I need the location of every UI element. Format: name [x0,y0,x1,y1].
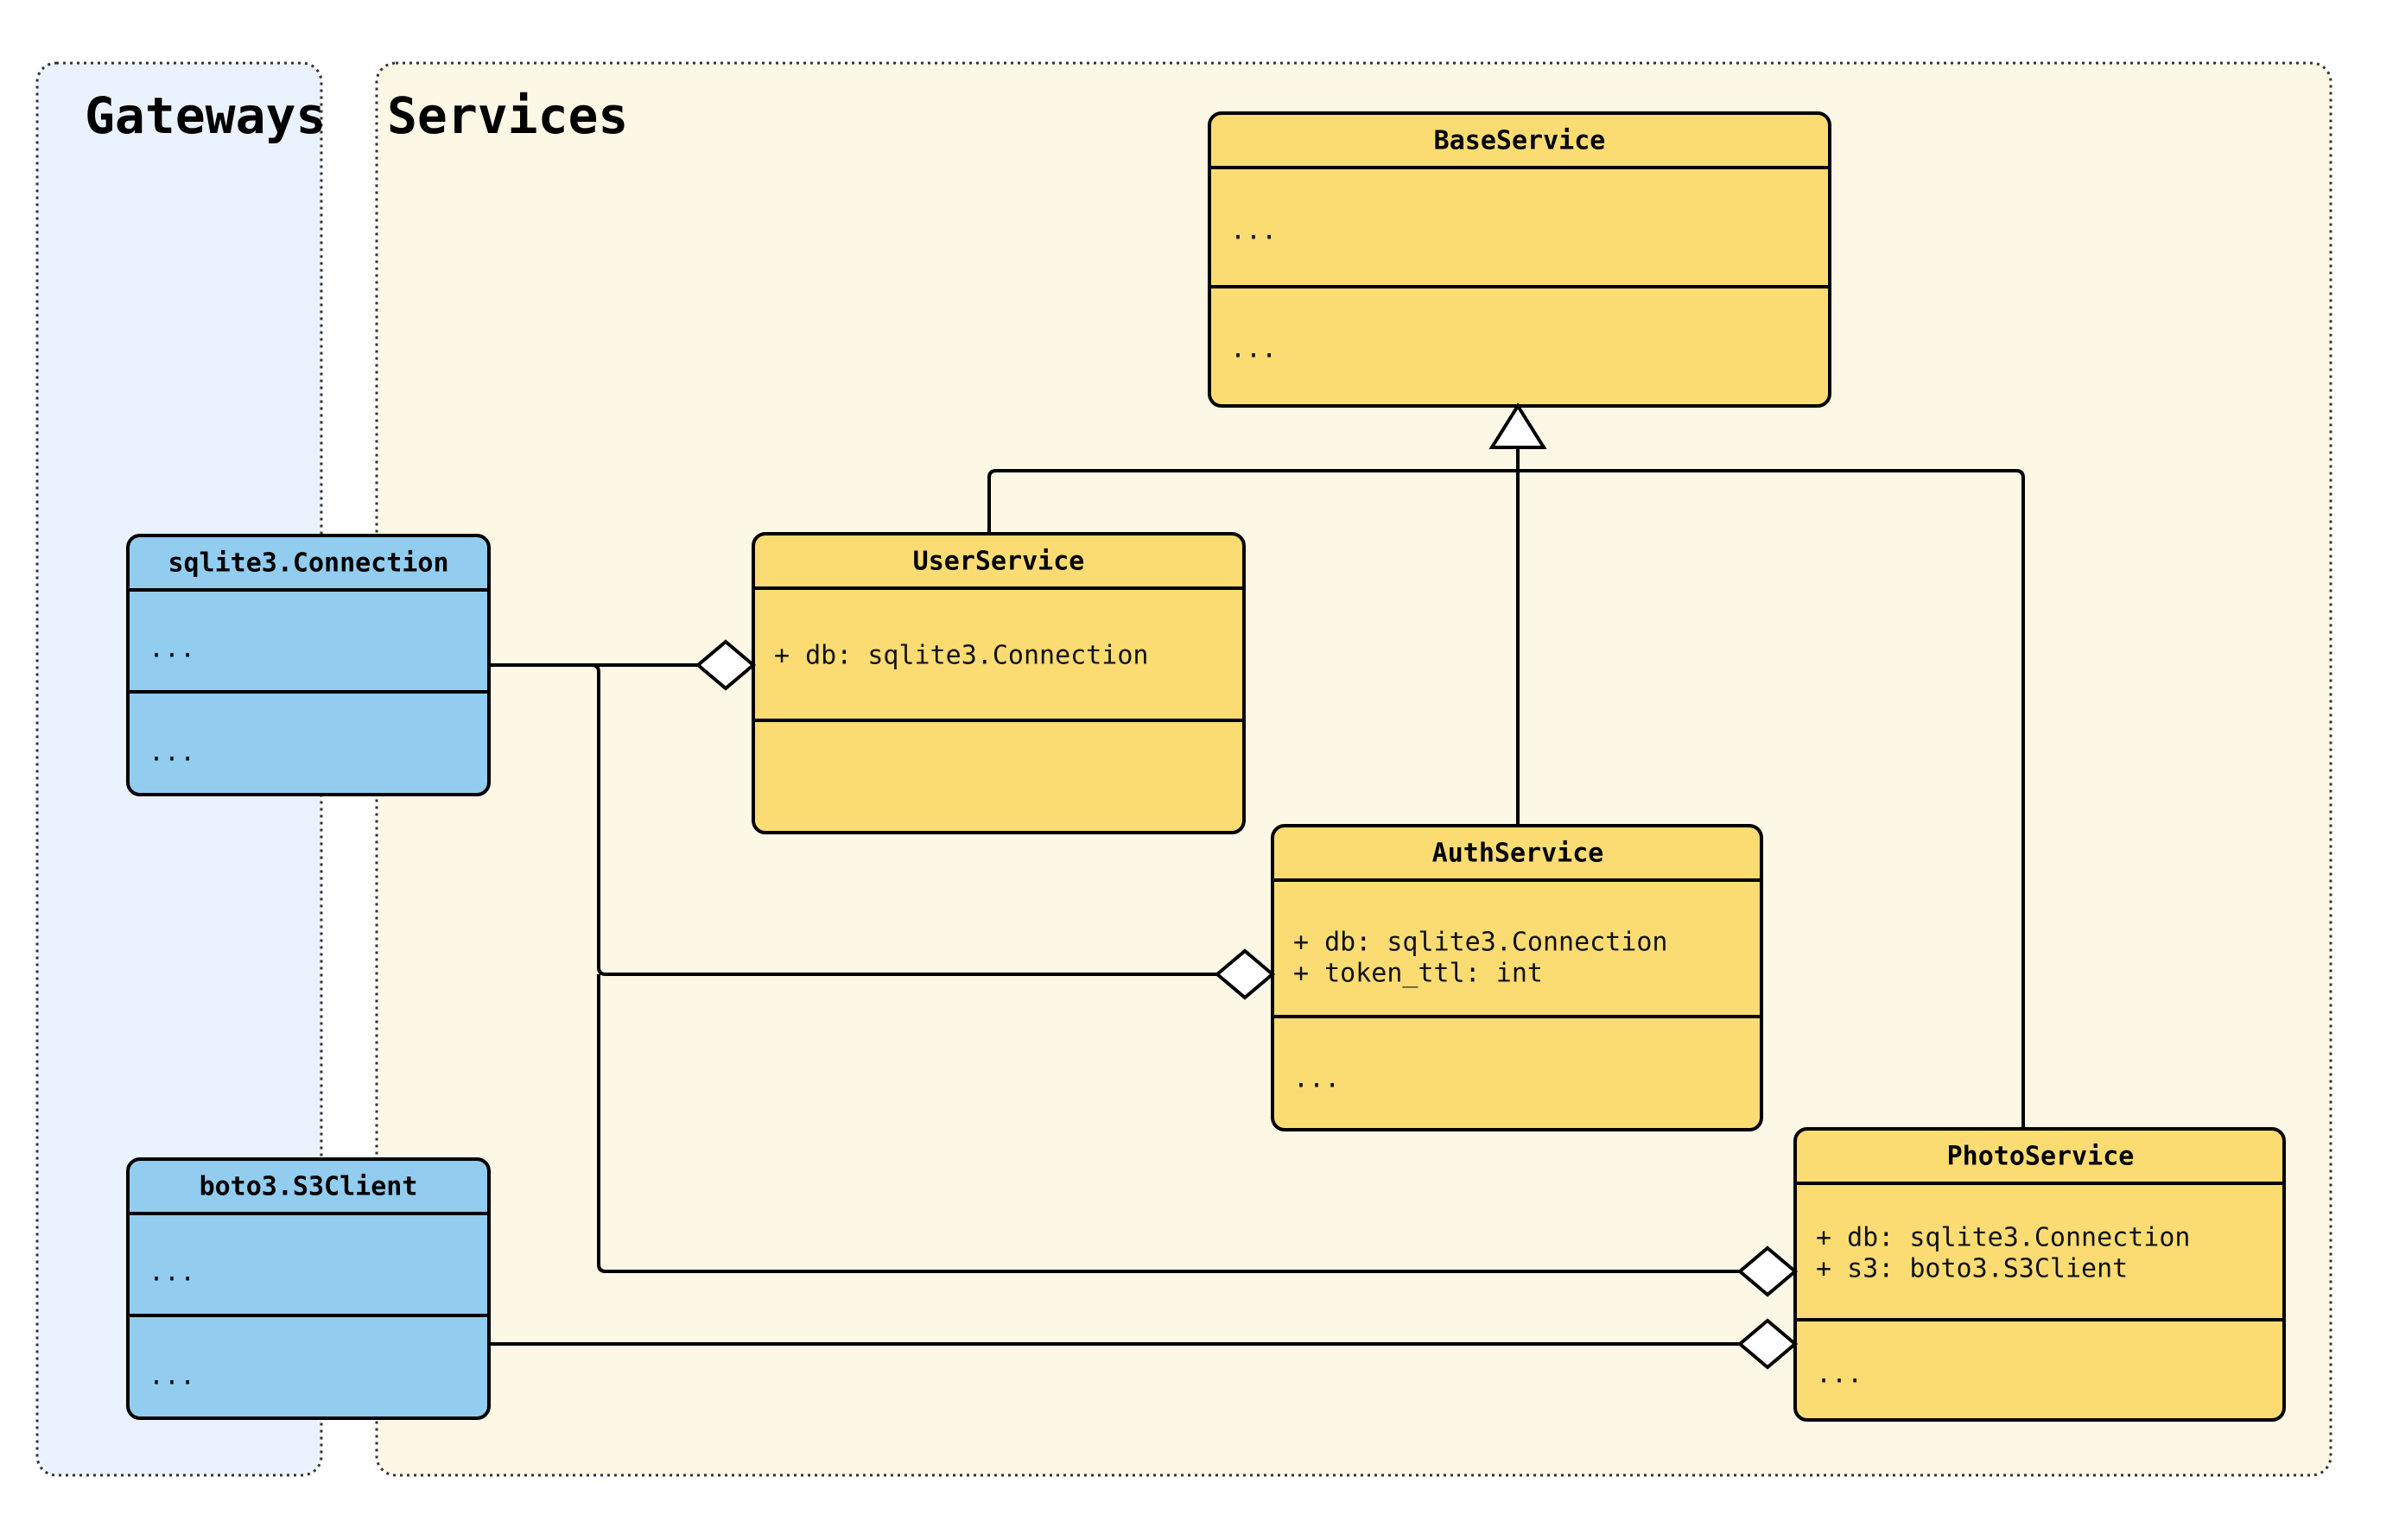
class-boto3-s3client-body [126,1157,491,1420]
class-sqlite3-connection-name: sqlite3.Connection [168,548,448,579]
class-userservice[interactable]: UserService + db: sqlite3.Connection [752,532,1246,834]
relation-edges [489,429,2025,1346]
edge-photoservice-extends-baseservice[interactable] [1518,469,2025,1129]
class-authservice-attribute-1: + db: sqlite3.Connection [1293,928,1667,958]
class-photoservice-attribute-2: + s3: boto3.S3Client [1816,1254,2128,1284]
class-baseservice-body [1208,111,1831,408]
class-boto3-s3client-method: ... [149,1361,195,1391]
aggregation-diamond-icon-userservice [695,639,757,691]
class-sqlite3-connection-body [126,534,491,796]
class-sqlite3-connection[interactable]: sqlite3.Connection ... ... [126,534,491,796]
class-photoservice-method: ... [1816,1359,1863,1390]
class-authservice-method: ... [1293,1064,1340,1094]
class-boto3-s3client-name: boto3.S3Client [200,1172,418,1202]
aggregation-diamond-icon-authservice [1214,948,1276,1000]
package-services-title: Services [387,86,628,145]
class-authservice[interactable]: AuthService + db: sqlite3.Connection + t… [1271,824,1763,1131]
relation-markers [695,402,1799,1370]
edge-authservice-has-db[interactable] [489,663,1244,976]
class-baseservice-attribute: ... [1230,216,1277,246]
class-sqlite3-connection-attribute: ... [149,634,195,664]
class-sqlite3-connection-method: ... [149,738,195,768]
package-gateways-title: Gateways [85,86,326,145]
aggregation-diamond-icon-photoservice-s3 [1736,1318,1799,1370]
class-baseservice-method: ... [1230,334,1277,364]
class-baseservice-name: BaseService [1434,126,1606,156]
aggregation-diamond-icon-photoservice-db [1736,1245,1799,1297]
class-authservice-name: AuthService [1432,839,1604,869]
inheritance-triangle-icon [1488,402,1547,449]
class-userservice-body [752,532,1246,834]
class-authservice-attribute-2: + token_ttl: int [1293,959,1543,989]
package-services-frame [375,61,2332,1477]
edge-userservice-extends-baseservice[interactable] [987,429,1520,534]
package-services[interactable]: Services [375,61,2332,1477]
class-authservice-body [1271,824,1763,1131]
class-boto3-s3client-attribute: ... [149,1258,195,1288]
class-boto3-s3client[interactable]: boto3.S3Client ... ... [126,1157,491,1420]
class-baseservice[interactable]: BaseService ... ... [1208,111,1831,408]
class-photoservice[interactable]: PhotoService + db: sqlite3.Connection + … [1793,1127,2286,1422]
edge-photoservice-has-db[interactable] [597,974,1768,1273]
class-photoservice-attribute-1: + db: sqlite3.Connection [1816,1223,2190,1253]
class-photoservice-body [1793,1127,2286,1422]
class-photoservice-name: PhotoService [1947,1142,2135,1172]
class-userservice-name: UserService [913,547,1085,577]
class-userservice-attribute: + db: sqlite3.Connection [774,641,1148,671]
